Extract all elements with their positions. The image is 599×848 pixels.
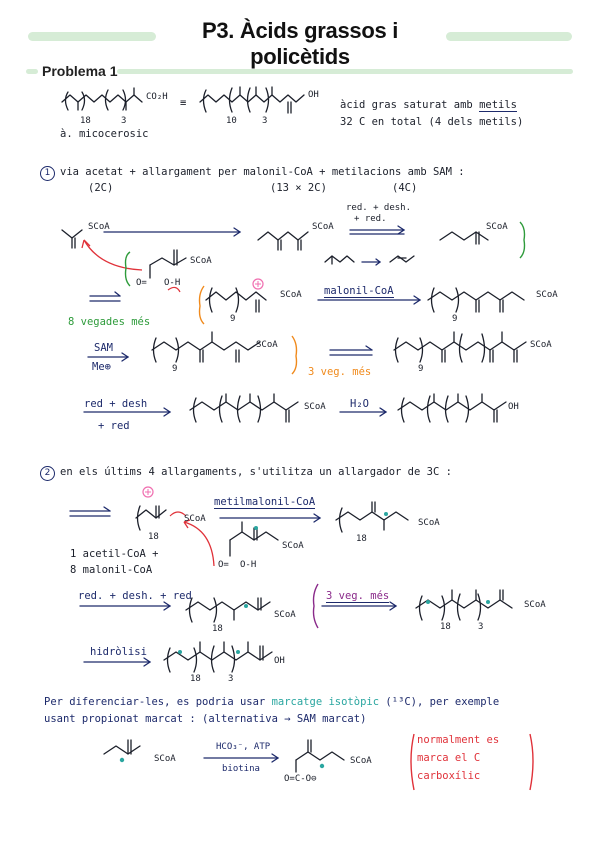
starter-line1: 1 acetil-CoA + (70, 548, 159, 560)
intro-repeat-3: 3 (121, 116, 127, 126)
title-highlight-right (446, 32, 572, 41)
malonil-coa-reagent: malonil-CoA (324, 285, 394, 298)
s3-line1-post: , per exemple (416, 696, 500, 708)
s1-red: + red. (354, 214, 387, 224)
s1-scoa-acetyl: SCoA (88, 222, 110, 232)
red-desh-reagent: red + desh (84, 398, 148, 410)
s2-scoa-p2: SCoA (274, 610, 296, 620)
eight-times-label: 8 vegades més (68, 316, 151, 328)
s1-scoa-row2a: SCoA (280, 290, 302, 300)
starter-line2: 8 malonil-CoA (70, 564, 153, 576)
compound-name-label: à. micocerosic (60, 128, 149, 140)
s3-carboxylate: O=C-O⊖ (284, 774, 317, 784)
intro-oh: OH (308, 90, 319, 100)
s1-o-h: O-H (164, 278, 181, 288)
metilmalonil-reagent: metilmalonil-CoA (214, 496, 316, 509)
s2-scoa-p1: SCoA (418, 518, 440, 528)
section1-acetat-carbons: (2C) (88, 182, 114, 194)
hydrolysis-reagent: hidròlisi (90, 646, 147, 658)
s1-scoa-row3a: SCoA (256, 340, 278, 350)
s1-scoa-malonyl: SCoA (190, 256, 212, 266)
s3-line1-sup: (¹³C) (385, 696, 417, 708)
section3-line1: Per diferenciar-les, es podria usar marc… (44, 696, 499, 708)
s1-scoa-product1: SCoA (312, 222, 334, 232)
s1-o-eq: O= (136, 278, 147, 288)
intro-repeat-18: 18 (80, 116, 91, 126)
problem-highlight-right (117, 69, 573, 74)
labeling-note: normalment es marca el C carboxílic (409, 732, 533, 790)
s1-oh-row4: OH (508, 402, 519, 412)
red-reagent: + red (98, 420, 130, 432)
s3-line1-emph: marcatge isotòpic (271, 696, 380, 708)
intro-repeat-10: 10 (226, 116, 237, 126)
s3-scoa-propionyl: SCoA (154, 754, 176, 764)
section1-heading: via acetat + allargament per malonil-CoA… (60, 166, 465, 178)
s2-scoa-p3: SCoA (524, 600, 546, 610)
section1-sam-carbons: (4C) (392, 182, 418, 194)
note-line3: carboxílic (417, 770, 481, 782)
s2-o-h: O-H (240, 560, 257, 570)
s2-o-eq: O= (218, 560, 229, 570)
s1-scoa-product2: SCoA (486, 222, 508, 232)
s1-red-desh: red. + desh. (346, 203, 412, 213)
s1-scoa-row4: SCoA (304, 402, 326, 412)
section1-number: 1 (40, 166, 55, 181)
title-highlight-left (28, 32, 156, 41)
s1-repeat-9a: 9 (230, 314, 236, 324)
red-desh-red-reagent: red. + desh. + red (78, 590, 192, 602)
s2-scoa-mm: SCoA (282, 541, 304, 551)
s3-line1-pre: Per diferenciar-les, es podria usar (44, 696, 272, 708)
section2-heading: en els últims 4 allargaments, s'utilitza… (60, 466, 452, 478)
note-line1: normalment es (417, 734, 500, 746)
intro-desc-text: àcid gras saturat amb (340, 99, 480, 111)
s2-repeat-3b: 3 (228, 674, 234, 684)
intro-co2h: CO₂H (146, 92, 168, 102)
section3-line2: usant propionat marcat : (alternativa → … (44, 713, 367, 725)
equivalence-sign: ≡ (180, 97, 187, 109)
note-line2: marca el C (417, 752, 481, 764)
problem-heading: Problema 1 (42, 63, 118, 79)
three-times-label-1: 3 veg. més (308, 366, 372, 378)
section1-malonil-carbons: (13 × 2C) (270, 182, 327, 194)
intro-description-line1: àcid gras saturat amb metils (340, 99, 518, 112)
s1-repeat-9c: 9 (172, 364, 178, 374)
s3-scoa-product: SCoA (350, 756, 372, 766)
s2-repeat-18e: 18 (190, 674, 201, 684)
biotin-reagent: biotina (222, 764, 260, 774)
s2-repeat-18b: 18 (356, 534, 367, 544)
s2-oh-final: OH (274, 656, 285, 666)
s2-repeat-3: 3 (478, 622, 484, 632)
intro-desc-emph: metils (479, 99, 518, 112)
intro-description-line2: 32 C en total (4 dels metils) (340, 116, 524, 128)
bicarbonate-atp-reagent: HCO₃⁻, ATP (216, 742, 271, 752)
section2-number: 2 (40, 466, 55, 481)
page-title: P3. Àcids grassos i policètids (201, 18, 399, 69)
s1-scoa-row2b: SCoA (536, 290, 558, 300)
problem-highlight-left (26, 69, 38, 74)
s1-scoa-row3b: SCoA (530, 340, 552, 350)
methyl-cation: Me⊕ (92, 361, 111, 373)
three-times-label-2: 3 veg. més (326, 590, 390, 603)
water-reagent: H₂O (350, 398, 369, 410)
s2-repeat-18d: 18 (440, 622, 451, 632)
s1-repeat-9b: 9 (452, 314, 458, 324)
s2-repeat-18c: 18 (212, 624, 223, 634)
s1-repeat-9d: 9 (418, 364, 424, 374)
sam-reagent: SAM (94, 342, 113, 354)
s2-scoa-starter: SCoA (184, 514, 206, 524)
intro-repeat-3b: 3 (262, 116, 268, 126)
s2-repeat-18a: 18 (148, 532, 159, 542)
